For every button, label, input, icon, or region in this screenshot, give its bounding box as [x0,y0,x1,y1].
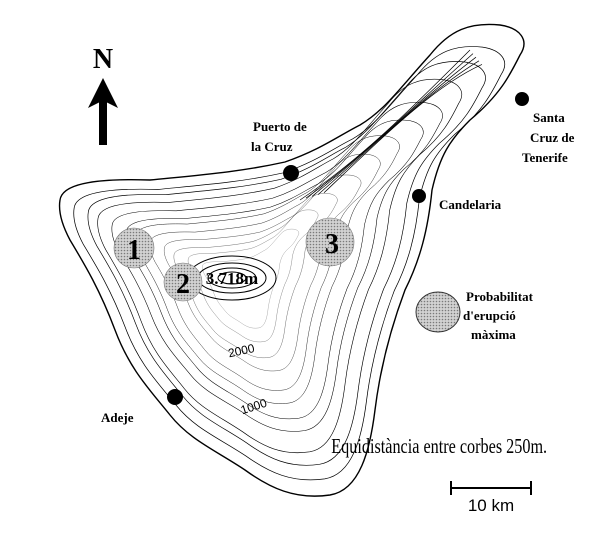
scale-bar: 10 km [450,481,532,515]
contour-line [97,78,463,454]
summit-label: 3.718m [206,269,258,288]
town-label: Candelaria [439,197,502,212]
contour-line [111,101,443,432]
north-letter: N [93,44,113,75]
zone-2-marker [163,262,203,302]
contour-line [299,49,471,201]
equidistance-note: Equidistància entre corbes 250m. [331,435,547,458]
zone-2-number: 2 [176,269,190,300]
town-santa-cruz-de-tenerife: Santa Cruz de Tenerife [515,92,578,165]
town-label: Adeje [101,410,134,425]
summit-contours [187,255,277,301]
contour-line [87,61,486,466]
town-marker [167,389,183,405]
town-marker [283,165,299,181]
zone-1-number: 1 [127,235,141,266]
north-arrow: N [88,44,118,145]
contour-line [202,228,299,329]
zone-3-marker [305,217,355,267]
arrow-up-icon [88,78,118,108]
legend: Probabilitat d'erupció màxima [415,289,536,342]
town-marker [412,189,426,203]
town-marker [515,92,529,106]
legend-swatch [415,291,461,333]
contour-line [125,119,424,420]
coastline [58,23,525,497]
contour-line [323,64,483,194]
town-adeje: Adeje [101,389,183,425]
contour-line [173,193,338,358]
town-puerto-de-la-cruz: Puerto de la Cruz [251,119,310,181]
contour-line [311,56,477,197]
town-label: Puerto de la Cruz [251,119,310,154]
zone-1: 1 [113,227,155,269]
contour-line [305,53,474,199]
zone-3-number: 3 [325,229,339,260]
town-candelaria: Candelaria [412,189,502,212]
legend-label: Probabilitat d'erupció màxima [463,289,536,342]
zone-1-marker [113,227,155,269]
scale-label: 10 km [468,496,514,515]
zone-3: 3 [305,217,355,267]
contour-line [187,209,319,343]
zone-2: 2 [163,262,203,302]
town-label: Santa Cruz de Tenerife [522,110,578,165]
contour-line [73,46,506,481]
contour-label-2000: 2000 [227,341,256,360]
contour-line [317,60,480,195]
